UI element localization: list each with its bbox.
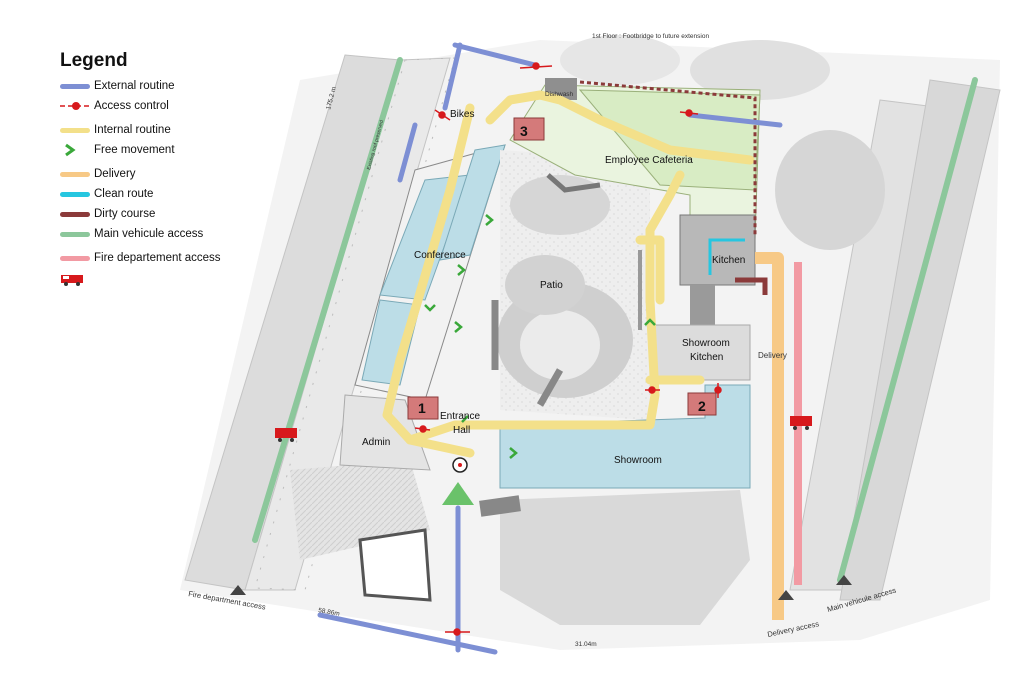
- legend-label: Delivery: [94, 168, 136, 180]
- legend-item: Dirty course: [58, 204, 298, 224]
- showroom-kitchen-block: [654, 324, 751, 381]
- legend-swatch: [60, 184, 94, 204]
- clean-route: [708, 238, 745, 275]
- label-conference: Conference: [414, 250, 466, 261]
- legend-label: Internal routine: [94, 124, 171, 136]
- access-control-points: [414, 62, 722, 636]
- legend-item: Internal routine: [58, 120, 298, 140]
- legend-item: Free movement: [58, 140, 298, 160]
- legend-swatch: [60, 120, 94, 140]
- label-dim-1: 58.86m: [318, 607, 341, 618]
- free-movement-chevrons: [424, 214, 656, 459]
- legend-title: Legend: [60, 50, 128, 71]
- legend-fire-truck: [58, 270, 298, 290]
- legend-label: Main vehicule access: [94, 228, 204, 240]
- access-control-icon: [60, 96, 94, 116]
- plaza-south: [500, 490, 750, 625]
- legend-label: Dirty course: [94, 208, 156, 220]
- label-admin: Admin: [362, 437, 390, 448]
- label-bikes: Bikes: [450, 109, 474, 120]
- access-point-2: 2: [698, 398, 706, 414]
- legend-swatch: [60, 204, 94, 224]
- access-point-markers: [407, 117, 717, 420]
- legend-item: Access control: [58, 96, 298, 116]
- fire-truck-icon: [60, 270, 94, 290]
- label-hall: Hall: [453, 425, 470, 436]
- legend-label: Free movement: [94, 144, 175, 156]
- legend-label: Fire departement access: [94, 252, 221, 264]
- main-vehicle-route: [252, 57, 978, 583]
- label-showroom-kitchen-2: Kitchen: [690, 352, 723, 363]
- legend-item: External routine: [58, 76, 298, 96]
- kitchen-building: [679, 214, 756, 325]
- showroom-building: [499, 384, 751, 489]
- access-triangles: [230, 575, 852, 600]
- fire-truck-icon: [275, 428, 297, 442]
- legend-label: Access control: [94, 100, 169, 112]
- legend-item: Delivery: [58, 164, 298, 184]
- green-space-ne: [775, 130, 885, 250]
- delivery-route: [755, 252, 784, 620]
- label-entrance: Entrance: [440, 411, 480, 422]
- legend-swatch: [60, 224, 94, 244]
- right-parking: [789, 79, 1001, 601]
- label-dishwash: Dishwash: [545, 91, 574, 98]
- legend-swatch: [60, 248, 94, 268]
- label-footbridge: 1st Floor : Footbridge to future extensi…: [592, 33, 709, 40]
- access-point-1: 1: [418, 400, 426, 416]
- dirty-route: [579, 80, 768, 295]
- label-showroom: Showroom: [614, 455, 662, 466]
- label-dim-2: 31.04m: [575, 641, 597, 648]
- entrance-arrow-icon: [442, 482, 474, 505]
- legend-swatch: [60, 164, 94, 184]
- chevron-right-icon: [60, 140, 94, 160]
- label-showroom-kitchen-1: Showroom: [682, 338, 730, 349]
- left-parking: [184, 54, 456, 591]
- label-delivery: Delivery: [758, 351, 787, 360]
- label-cafeteria: Employee Cafeteria: [605, 155, 693, 166]
- label-kitchen: Kitchen: [712, 255, 745, 266]
- legend-label: Clean route: [94, 188, 154, 200]
- legend-item: Clean route: [58, 184, 298, 204]
- legend-label: External routine: [94, 80, 175, 92]
- internal-route: [382, 90, 755, 458]
- fire-truck-icon: [790, 416, 812, 430]
- legend-swatch: [60, 76, 94, 96]
- external-route: [317, 42, 783, 655]
- access-point-3: 3: [520, 123, 528, 139]
- legend-item: Main vehicule access: [58, 224, 298, 244]
- label-patio: Patio: [540, 280, 563, 291]
- patio-area: [491, 150, 650, 420]
- legend-item: Fire departement access: [58, 248, 298, 268]
